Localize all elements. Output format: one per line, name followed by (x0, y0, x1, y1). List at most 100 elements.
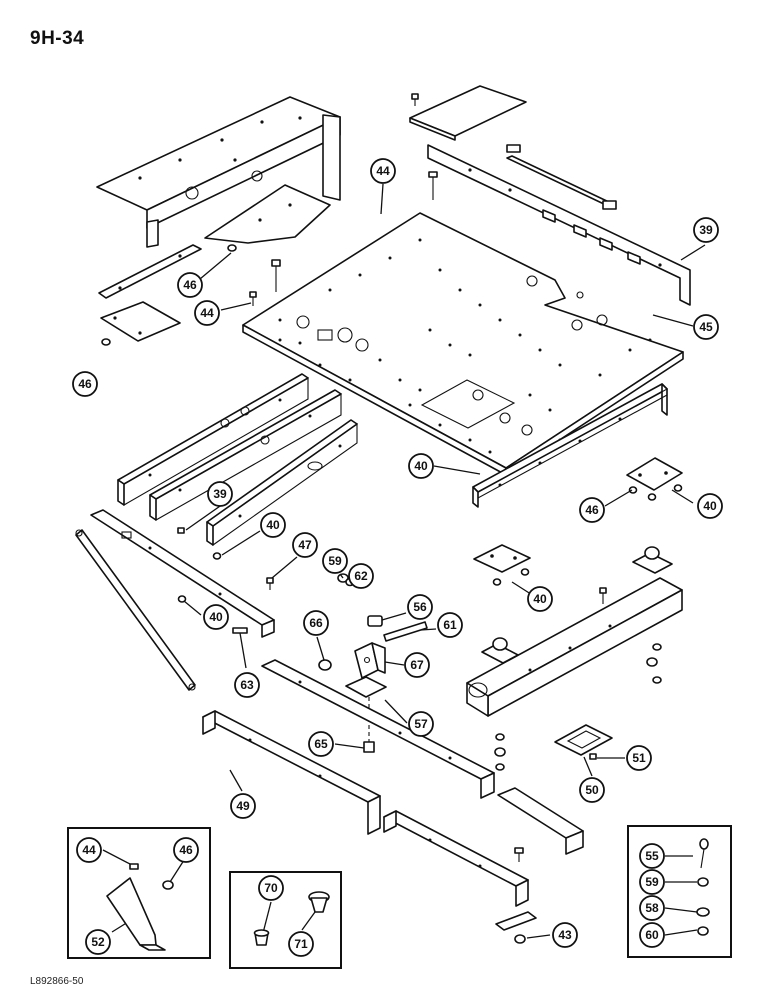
callout-52: 52 (85, 929, 111, 955)
callout-label: 51 (632, 751, 646, 765)
diagonal-strut (75, 529, 196, 691)
callout-43: 43 (552, 922, 578, 948)
callout-40e: 40 (203, 604, 229, 630)
callout-57: 57 (408, 711, 434, 737)
rubber-mount-lower (481, 637, 519, 664)
callout-59b: 59 (639, 869, 665, 895)
callout-label: 55 (645, 849, 659, 863)
lower-middle-angle (383, 810, 529, 907)
upper-left-platform-plate (96, 96, 341, 248)
callout-label: 40 (533, 592, 547, 606)
lower-right-small-angle (497, 787, 584, 855)
inset-box-eyebolt (627, 825, 732, 958)
upper-right-angle-rail (427, 144, 691, 306)
callout-44a: 44 (370, 158, 396, 184)
left-top-hardware (101, 244, 281, 346)
callout-label: 67 (410, 658, 424, 672)
callout-label: 66 (309, 616, 323, 630)
callout-40a: 40 (408, 453, 434, 479)
lower-left-angle (202, 710, 381, 835)
callout-56: 56 (407, 594, 433, 620)
gusset-plate (204, 184, 331, 244)
callout-label: 44 (376, 164, 390, 178)
left-channel-rail-2 (149, 389, 342, 521)
callout-49: 49 (230, 793, 256, 819)
callout-55: 55 (639, 843, 665, 869)
main-floor-plate (242, 212, 684, 476)
center-bracket-assembly (318, 573, 428, 753)
right-lower-angle-rail (472, 383, 668, 508)
callout-label: 49 (236, 799, 250, 813)
callout-40c: 40 (260, 512, 286, 538)
callout-45: 45 (693, 314, 719, 340)
callout-label: 63 (240, 678, 254, 692)
callout-label: 52 (91, 935, 105, 949)
callout-label: 71 (294, 937, 308, 951)
callout-63: 63 (234, 672, 260, 698)
mount-bracket-plate (473, 544, 531, 586)
left-middle-hardware (177, 527, 274, 634)
callout-40b: 40 (697, 493, 723, 519)
left-channel-rail-3 (206, 419, 358, 547)
page-number: 9H-34 (30, 28, 85, 49)
washer-stack-right (646, 643, 662, 684)
callout-39b: 39 (207, 481, 233, 507)
callout-71: 71 (288, 931, 314, 957)
rubber-mount-upper (632, 546, 673, 574)
callout-65: 65 (308, 731, 334, 757)
callout-label: 39 (699, 223, 713, 237)
callout-39a: 39 (693, 217, 719, 243)
callout-label: 40 (703, 499, 717, 513)
callout-58: 58 (639, 895, 665, 921)
left-square-plate (100, 301, 181, 342)
callout-label: 60 (645, 928, 659, 942)
callout-label: 62 (354, 569, 368, 583)
callout-label: 50 (585, 783, 599, 797)
callout-label: 45 (699, 320, 713, 334)
callout-46d: 46 (173, 837, 199, 863)
center-long-angle (261, 659, 495, 799)
callout-label: 40 (266, 518, 280, 532)
callout-label: 46 (183, 278, 197, 292)
callout-label: 59 (645, 875, 659, 889)
seal-strip (506, 144, 617, 210)
bottom-small-plate (495, 911, 537, 944)
inset-box-bracket (67, 827, 211, 959)
callout-label: 43 (558, 928, 572, 942)
callout-label: 47 (298, 538, 312, 552)
callout-label: 46 (78, 377, 92, 391)
callout-label: 58 (645, 901, 659, 915)
callout-46b: 46 (72, 371, 98, 397)
callout-66: 66 (303, 610, 329, 636)
callout-59a: 59 (322, 548, 348, 574)
washer-stack-lower (494, 733, 506, 771)
callout-51: 51 (626, 745, 652, 771)
clamp-bracket (554, 724, 613, 760)
callout-label: 39 (213, 487, 227, 501)
callout-layer (102, 183, 706, 939)
callout-40d: 40 (527, 586, 553, 612)
callout-label: 44 (82, 843, 96, 857)
callout-label: 46 (179, 843, 193, 857)
callout-70: 70 (258, 875, 284, 901)
inset-box-plugs (229, 871, 342, 969)
right-upper-mount-plate (626, 457, 683, 501)
right-frame-beam (466, 577, 683, 717)
callout-47: 47 (292, 532, 318, 558)
callout-60: 60 (639, 922, 665, 948)
callout-44b: 44 (194, 300, 220, 326)
callout-label: 44 (200, 306, 214, 320)
callout-67: 67 (404, 652, 430, 678)
callout-label: 57 (414, 717, 428, 731)
callout-50: 50 (579, 777, 605, 803)
left-lower-angle (90, 509, 275, 638)
callout-label: 70 (264, 881, 278, 895)
callout-61: 61 (437, 612, 463, 638)
catalog-number: L892866-50 (30, 976, 84, 987)
left-channel-rail-1 (117, 373, 309, 506)
left-strip-bar (98, 244, 202, 299)
callout-44c: 44 (76, 837, 102, 863)
callout-label: 56 (413, 600, 427, 614)
callout-46c: 46 (579, 497, 605, 523)
